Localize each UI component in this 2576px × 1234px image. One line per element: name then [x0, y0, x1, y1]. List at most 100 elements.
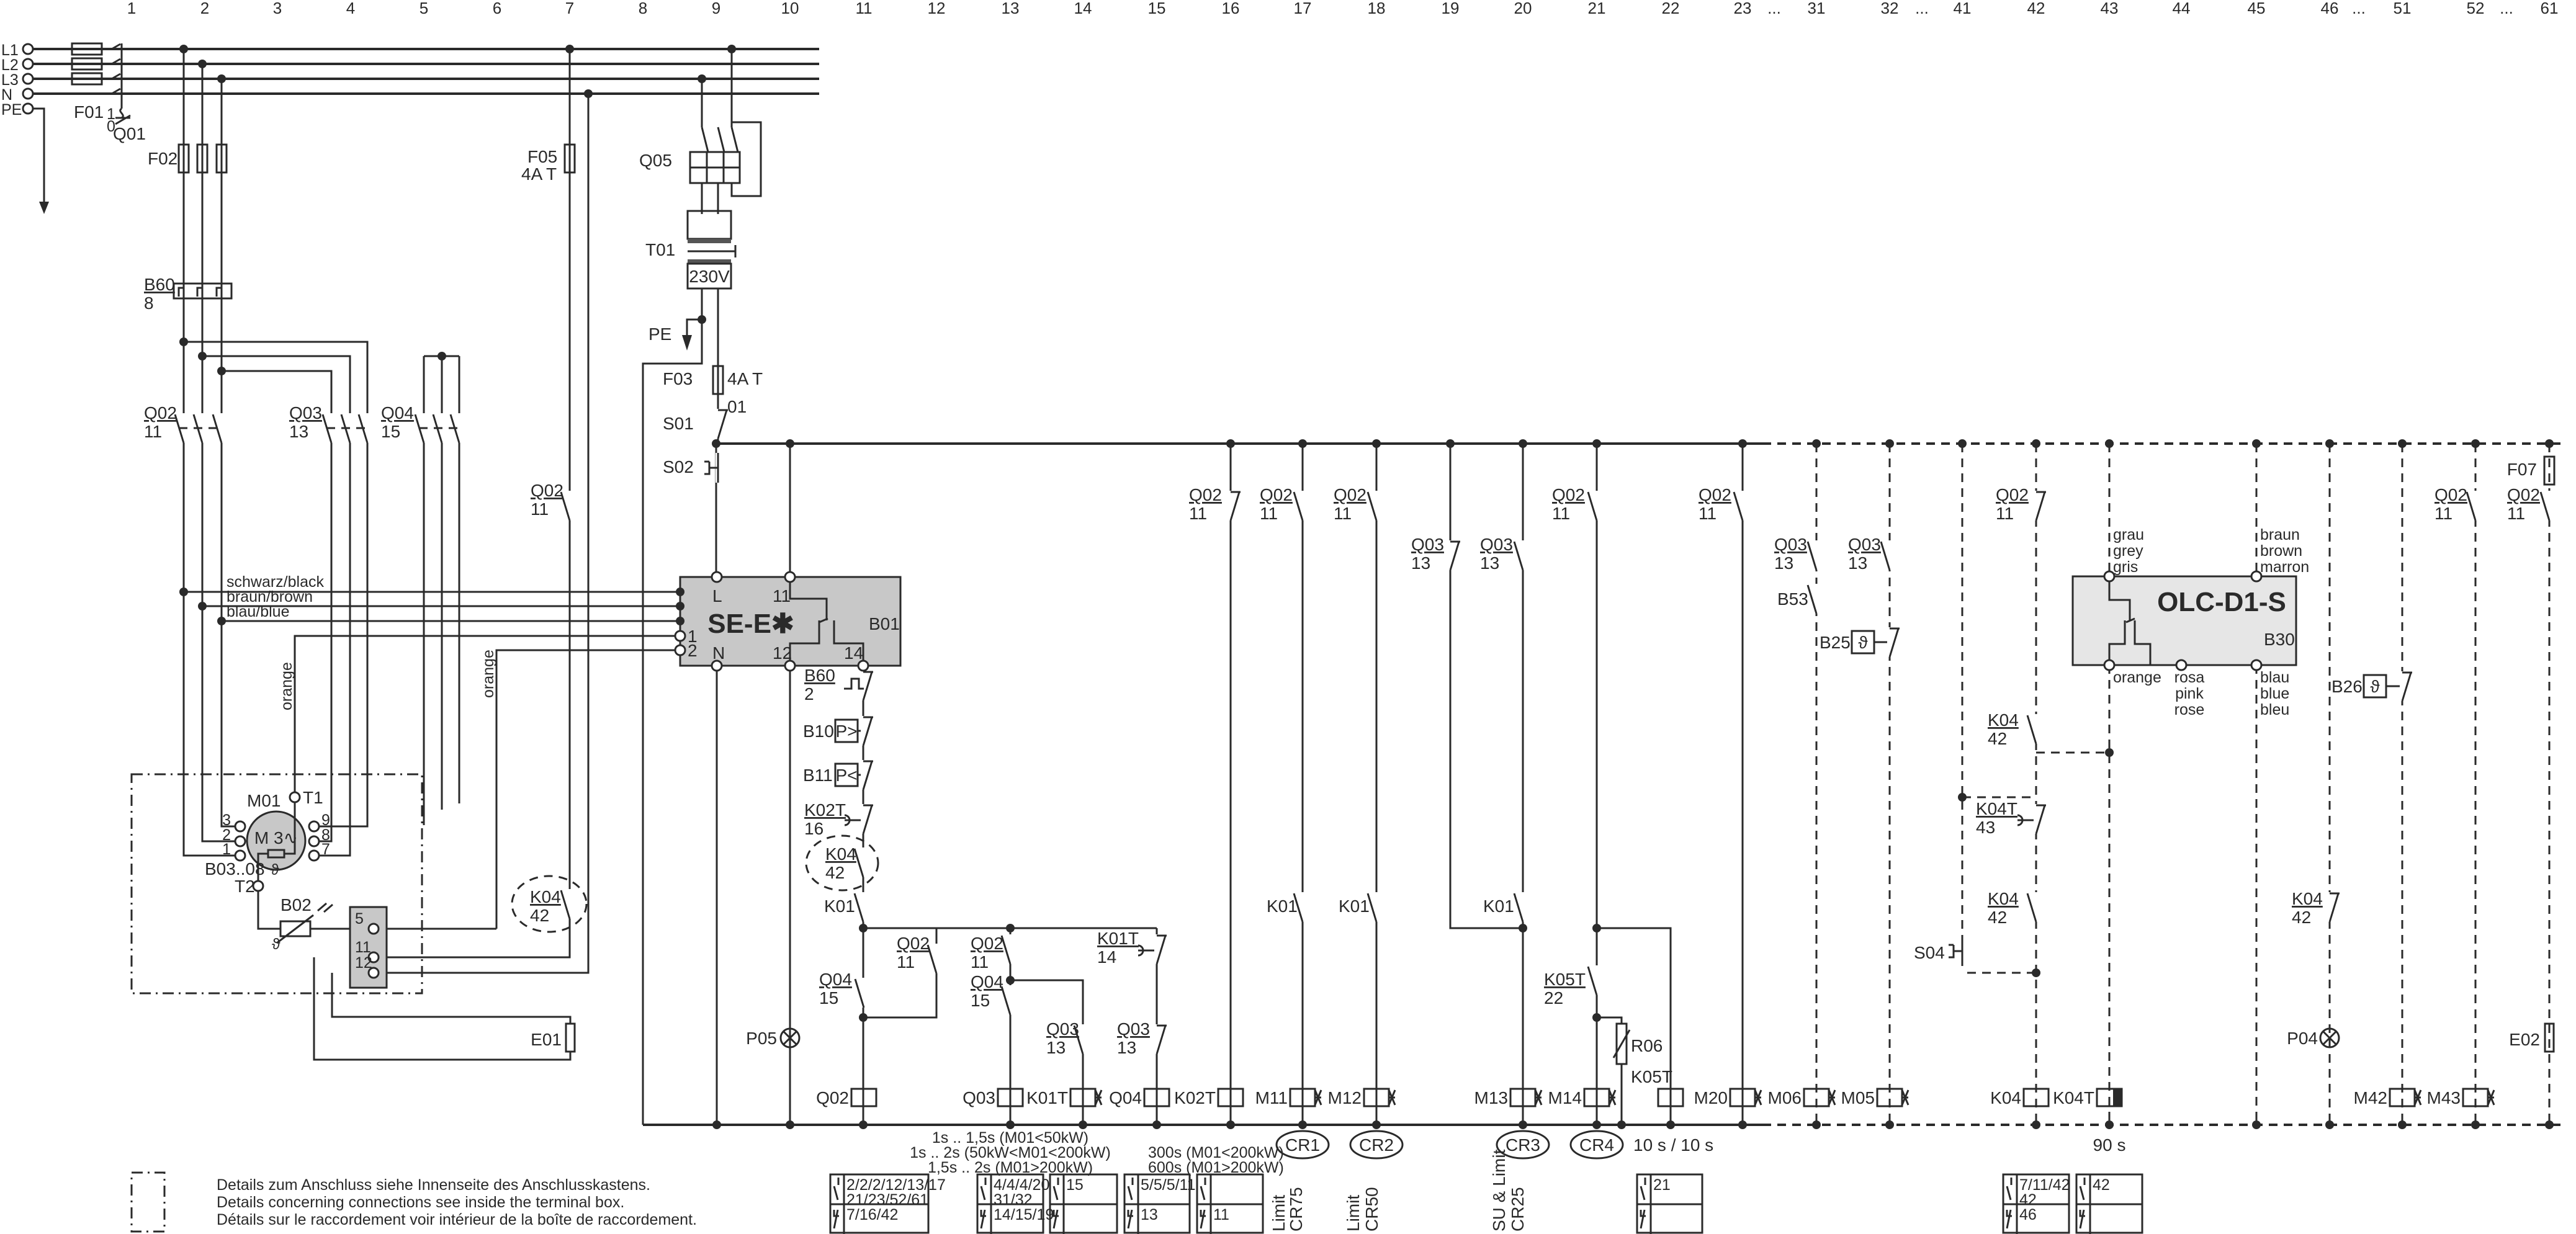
- sensor-symbol: P>: [835, 722, 857, 741]
- no-contact: [1806, 541, 1818, 571]
- valve-icon: [1314, 1089, 1322, 1106]
- contact-label: K01: [1267, 896, 1298, 916]
- table-grid: [2003, 1174, 2069, 1234]
- contact-gap: [1008, 985, 1013, 1015]
- terminal-label: 9: [321, 811, 330, 829]
- thermistor-b02: [279, 920, 312, 937]
- coil: [1217, 1088, 1244, 1107]
- junction-dot: [1519, 439, 1527, 448]
- contact-label: K04: [2292, 889, 2323, 908]
- junction-dot: [2032, 968, 2040, 977]
- nc-contact: [1138, 934, 1167, 965]
- valve-icon: [1828, 1089, 1836, 1106]
- column-number: 3: [273, 0, 282, 17]
- no-contact: [1806, 584, 1818, 614]
- contact-gap: [2327, 892, 2332, 922]
- fuse-f01-l2: [71, 57, 103, 71]
- table-cell-nc: 46: [2019, 1206, 2037, 1223]
- terminal: [857, 659, 869, 672]
- table-cell-nc: 13: [1141, 1206, 1158, 1223]
- wire-color-label: braun/brown: [227, 588, 313, 606]
- column-number: 4: [346, 0, 355, 17]
- wire-color-label: blau/blue: [227, 603, 289, 620]
- junction-dot: [1079, 1120, 1087, 1129]
- contact-gap: [1887, 540, 1892, 570]
- junction-dot: [2325, 1120, 2334, 1129]
- junction-dot: [2471, 1120, 2480, 1129]
- switch-position: 1: [107, 105, 115, 123]
- fuse-rating: 4A T: [521, 164, 557, 184]
- junction-dot: [584, 89, 593, 98]
- coil-label: M42: [2354, 1088, 2387, 1107]
- junction-dot: [1885, 439, 1894, 448]
- relay-terminal-label: 1: [688, 627, 698, 646]
- contact-reference: 13: [1480, 553, 1499, 573]
- junction-dot: [1812, 1120, 1821, 1129]
- wire-color-label: pink: [2175, 685, 2204, 702]
- timing-note: 300s (M01<200kW): [1148, 1144, 1284, 1161]
- junction-dot: [438, 352, 446, 360]
- column-number: 5: [420, 0, 428, 17]
- contact-reference: 14: [1097, 947, 1116, 967]
- column-number: 17: [1294, 0, 1312, 17]
- coil: [850, 1088, 877, 1107]
- table-grid: [1124, 1174, 1190, 1234]
- relay-terminal-label: L: [712, 586, 722, 606]
- pe-label: PE: [648, 324, 671, 344]
- no-contact: [1587, 491, 1598, 521]
- junction-dot: [1006, 924, 1015, 932]
- contact-label: Q02: [1189, 485, 1222, 504]
- valve-icon: [1901, 1089, 1910, 1106]
- contact-symbol-icon: [1200, 1178, 1206, 1229]
- contact-gap: [2034, 892, 2039, 922]
- contact-label: Q04: [819, 970, 852, 989]
- valve-icon: [1388, 1089, 1396, 1106]
- no-contact: [854, 978, 865, 1008]
- junction-dot: [1738, 1120, 1747, 1129]
- contact-gap: [861, 892, 866, 922]
- contact-label: Q02: [1996, 485, 2029, 504]
- resistor-r06-symbol: [1612, 1029, 1631, 1058]
- transformer-label: T01: [645, 240, 675, 259]
- terminal: [234, 835, 246, 847]
- terminal: [674, 630, 686, 642]
- overload-b60: [173, 282, 233, 300]
- transformer-primary: [686, 210, 732, 240]
- contact-gap: [2400, 671, 2405, 701]
- table-cell-no: 31/32: [994, 1191, 1033, 1209]
- fuse-label: F07: [2507, 460, 2537, 479]
- relay-title: OLC-D1-S: [2157, 587, 2286, 617]
- limit-label: CR50: [1362, 1187, 1381, 1232]
- contact-reference: 42: [530, 906, 549, 925]
- no-contact: [853, 893, 864, 923]
- contact-reference: 11: [2435, 504, 2453, 523]
- junction-dot: [2032, 439, 2040, 448]
- junction-dot: [859, 1120, 868, 1129]
- contact-gap: [1520, 540, 1525, 570]
- terminal-label: 2: [222, 826, 231, 844]
- no-contact: [560, 890, 571, 919]
- terminal: [367, 967, 380, 979]
- column-number: 44: [2173, 0, 2191, 17]
- heater-label: E01: [531, 1030, 562, 1049]
- coil-label: M11: [1255, 1088, 1288, 1107]
- column-number: 18: [1368, 0, 1386, 17]
- heater-e02: [2544, 1022, 2555, 1053]
- contact-gap: [457, 413, 462, 443]
- theta-symbol: ϑ: [272, 936, 280, 953]
- contact-label: K02T: [804, 800, 846, 820]
- coil-label: K02T: [1174, 1088, 1216, 1107]
- limit-label: Limit: [1344, 1195, 1363, 1232]
- contact-label: Q02: [971, 934, 1003, 953]
- timing-note: 600s (M01>200kW): [1148, 1159, 1284, 1176]
- terminal: [2250, 570, 2263, 583]
- contact-gap: [1814, 540, 1819, 570]
- table-grid: [977, 1174, 1043, 1234]
- supply-line-label: L1: [1, 42, 19, 59]
- terminal: [308, 835, 320, 847]
- nc-contact: [1449, 540, 1460, 571]
- coil-label: M06: [1768, 1088, 1802, 1107]
- pushbutton-contact: [1949, 936, 1963, 966]
- contact-gap: [2473, 491, 2478, 521]
- table-cell-no: 2/2/2/12/13/17: [846, 1176, 946, 1194]
